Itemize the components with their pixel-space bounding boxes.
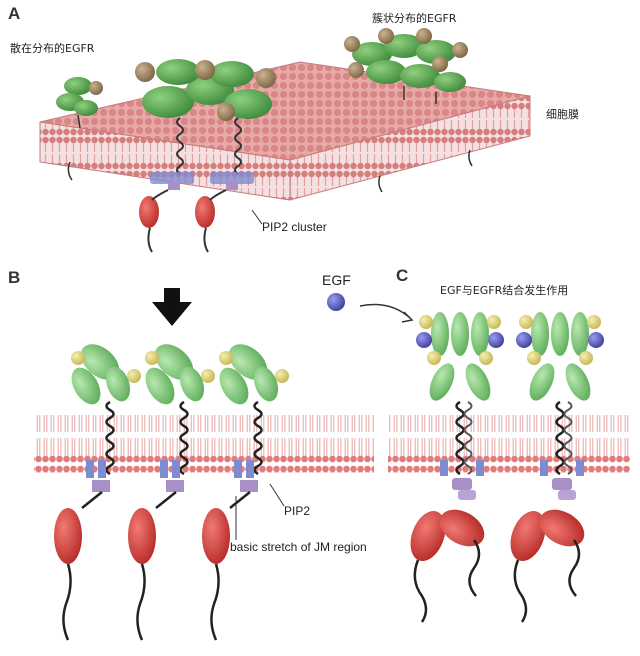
egf-label: EGF: [322, 272, 351, 288]
egf-binding-label: EGF与EGFR结合发生作用: [440, 284, 569, 297]
cell-membrane-label: 细胞膜: [546, 108, 579, 121]
panel-b-label: B: [8, 268, 21, 287]
clustered-egfr-label: 簇状分布的EGFR: [372, 12, 457, 25]
membrane-bilayer-b: [34, 415, 374, 473]
basic-stretch-label: basic stretch of JM region: [230, 540, 367, 554]
panel-a-label: A: [8, 4, 21, 23]
inactive-egfr: [54, 344, 141, 641]
membrane-slab-side: [289, 95, 531, 201]
panel-a-scene: [39, 28, 531, 253]
active-egfr-dimer: [410, 312, 504, 623]
center-egfr-cluster: [135, 59, 276, 253]
panel-b-scene: [34, 288, 374, 642]
panel-c-label: C: [396, 266, 409, 285]
egf-ligand: [327, 293, 345, 311]
scattered-egfr-label: 散在分布的EGFR: [10, 42, 95, 55]
scattered-egfr: [56, 77, 103, 129]
pip2-label: PIP2: [284, 504, 311, 518]
binding-arrow: [359, 303, 411, 319]
panel-c-scene: [327, 293, 630, 624]
right-egfr-cluster: [344, 28, 468, 104]
down-arrow: [152, 288, 192, 326]
pip2-cluster-label: PIP2 cluster: [262, 220, 327, 234]
membrane-bilayer-c: [388, 415, 630, 473]
